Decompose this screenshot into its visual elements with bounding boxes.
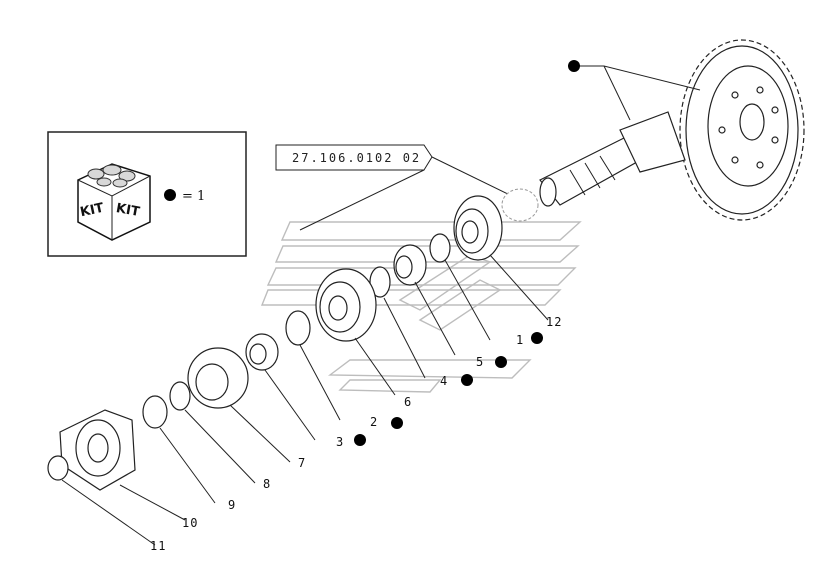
washer — [142, 395, 168, 429]
drive-flange-10 — [59, 409, 136, 491]
bearing-6 — [315, 268, 377, 342]
shim-ring — [285, 310, 311, 346]
background-ghost-shapes — [260, 221, 582, 393]
bearing-cone-5 — [393, 244, 427, 286]
callout-8: 8 — [263, 477, 271, 491]
castle-nut-3 — [245, 333, 279, 371]
kit-label-right: KIT — [115, 201, 141, 220]
kit-legend-box: KIT KIT = 1 — [47, 131, 247, 257]
leader-lines — [61, 65, 701, 546]
callout-3: 3 — [336, 435, 344, 449]
callout-5: 5 — [476, 355, 484, 369]
retaining-ring — [47, 455, 69, 481]
callout-1: 1 — [516, 333, 524, 347]
kit-marker-dots — [354, 60, 580, 446]
callout-labels: 1 2 3 4 5 6 7 8 9 10 11 12 — [150, 315, 562, 553]
callout-4: 4 — [440, 374, 448, 388]
kit-legend-dot — [164, 189, 176, 201]
callout-6: 6 — [404, 395, 412, 409]
callout-9: 9 — [228, 498, 236, 512]
crown-wheel-gear — [679, 39, 805, 221]
kit-legend-text: = 1 — [182, 189, 205, 204]
callout-2: 2 — [370, 415, 378, 429]
spacer-ring — [369, 266, 391, 298]
pinion-shaft — [501, 111, 686, 222]
reference-code-tag: 27.106.0102 02 — [275, 144, 511, 231]
snap-ring — [169, 381, 191, 411]
callout-12: 12 — [546, 315, 562, 329]
kit-cube-icon — [77, 163, 151, 241]
oil-seal-7 — [187, 347, 249, 409]
kit-label-left: KIT — [79, 201, 106, 221]
reference-code: 27.106.0102 02 — [292, 151, 421, 165]
callout-10: 10 — [182, 516, 198, 530]
kit-cube-contents — [87, 164, 136, 188]
callout-11: 11 — [150, 539, 166, 553]
callout-7: 7 — [298, 456, 306, 470]
bearing-12 — [453, 195, 503, 261]
ring-part-a — [429, 233, 451, 263]
